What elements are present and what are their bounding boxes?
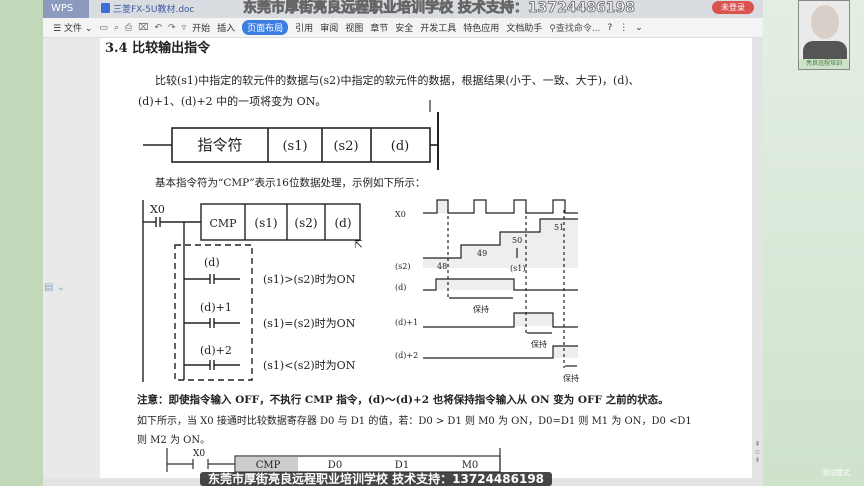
paragraph-line: 则 M2 为 ON。 [137, 433, 210, 446]
print-icon[interactable]: ⎙ [124, 22, 133, 33]
more-options-icon[interactable]: ⋮ [619, 22, 629, 33]
tab-review[interactable]: 审阅 [320, 24, 339, 34]
cmp-ladder-diagram [142, 200, 361, 382]
more-icon[interactable]: ▿ [181, 22, 187, 33]
presenter-body [803, 41, 847, 61]
wps-home-tab[interactable]: WPS [43, 0, 89, 18]
tab-developer[interactable]: 开发工具 [420, 24, 457, 34]
watermark-bottom: 东莞市厚街亮良远程职业培训学校 技术支持：13724486198 [200, 472, 553, 486]
tab-references[interactable]: 引用 [295, 24, 314, 34]
tab-insert[interactable]: 插入 [217, 24, 236, 34]
hold-label: 保持 [563, 373, 579, 383]
file-menu[interactable]: ☰ 文件 ⌄ [53, 24, 93, 34]
doc-icon [101, 3, 110, 13]
s2-value: 49 [477, 249, 487, 258]
ladder-cell: (s1) [254, 216, 277, 230]
format-painter-icon[interactable]: ⌕ [113, 22, 119, 33]
hold-label: 保持 [473, 304, 489, 314]
note-text: 注意：即使指令输入 OFF，不执行 CMP 指令，(d)～(d)+2 也将保持指… [137, 393, 669, 406]
search-icon: ⚲ [549, 24, 556, 34]
print-preview-icon[interactable]: ⌧ [138, 22, 149, 33]
ladder-cell: CMP [256, 460, 281, 471]
signal-label: (d)+2 [395, 351, 418, 360]
format-cell: (s1) [282, 139, 307, 154]
output-label: (d)+2 [200, 344, 232, 357]
format-cell: (d) [391, 139, 409, 154]
s2-value: 51 [554, 223, 564, 232]
command-search[interactable]: ⚲查找命令... [549, 21, 600, 34]
tab-chapter[interactable]: 章节 [370, 24, 389, 34]
output-condition: (s1)<(s2)时为ON [263, 359, 356, 372]
output-label: (d)+1 [200, 301, 232, 314]
signal-label: X0 [395, 210, 406, 219]
s2-value: 48 [437, 262, 447, 271]
ladder-cell: CMP [209, 217, 237, 230]
save-icon[interactable]: ▭ [99, 22, 108, 33]
input-label: X0 [193, 449, 205, 459]
signal-label: (d) [395, 283, 406, 292]
instruction-format-diagram [143, 112, 439, 170]
signal-label: (s2) [395, 262, 410, 271]
output-condition: (s1)=(s2)时为ON [263, 317, 356, 330]
tab-assistant[interactable]: 文档助手 [506, 24, 543, 34]
tab-page-layout[interactable]: 页面布局 [242, 20, 289, 35]
s1-label: (s1) [510, 264, 525, 273]
file-menu-label: 文件 [63, 24, 82, 34]
collapse-ribbon-icon[interactable]: ⌄ [635, 22, 643, 33]
timing-diagram [423, 199, 578, 368]
ladder-cell: (d) [334, 216, 351, 230]
input-label: X0 [150, 203, 165, 216]
tab-security[interactable]: 安全 [395, 24, 414, 34]
tab-bar: WPS 三菱FX-5U教材.doc 未登录 [43, 0, 763, 18]
ladder-cell: D0 [328, 460, 342, 471]
paragraph-line: 基本指令符为“CMP”表示16位数据处理，示例如下所示： [155, 176, 425, 189]
presenter-face [811, 5, 839, 39]
format-cell: 指令符 [197, 136, 242, 154]
ladder-cell: (s2) [294, 216, 317, 230]
document-tab-label: 三菱FX-5U教材.doc [113, 5, 195, 15]
watermark-top: 东莞市厚街亮良远程职业培训学校 技术支持：13724486198 [243, 0, 636, 16]
webcam-caption: 亮良远程培训 [799, 59, 849, 69]
redo-icon[interactable]: ↷ [168, 22, 176, 33]
login-button[interactable]: 未登录 [712, 1, 754, 14]
search-placeholder: 查找命令... [555, 24, 601, 34]
mouse-cursor-icon: ⇱ [354, 238, 363, 251]
undo-icon[interactable]: ↶ [154, 22, 163, 33]
next-page-icon[interactable]: ⇟ [754, 456, 761, 464]
desktop-background [0, 0, 43, 486]
select-browse-icon[interactable]: ▫ [755, 448, 760, 456]
format-cell: (s2) [333, 139, 358, 154]
webcam-overlay: 亮良远程培训 [798, 0, 850, 70]
hold-label: 保持 [531, 339, 547, 349]
tab-home[interactable]: 开始 [192, 24, 211, 34]
tab-features[interactable]: 特色应用 [463, 24, 500, 34]
prev-page-icon[interactable]: ⇞ [754, 440, 761, 448]
signal-label: (d)+1 [395, 318, 418, 327]
corner-watermark: 测试模式 [822, 469, 850, 477]
paragraph-line: 如下所示，当 X0 接通时比较数据寄存器 D0 与 D1 的值，若：D0 > D… [137, 414, 692, 427]
s2-value: 50 [512, 236, 522, 245]
ladder-cell: M0 [462, 460, 479, 471]
document-tab[interactable]: 三菱FX-5U教材.doc [101, 2, 194, 18]
vertical-scrollbar[interactable]: ⇞▫⇟ [752, 38, 763, 486]
section-heading: 3.4 比较输出指令 [105, 40, 211, 56]
paragraph-line: 比较(s1)中指定的软元件的数据与(s2)中指定的软元件的数据，根据结果(小于、… [155, 73, 640, 87]
output-condition: (s1)>(s2)时为ON [263, 273, 356, 286]
paragraph-line: (d)+1、(d)+2 中的一项将变为 ON。 [138, 94, 326, 108]
help-button[interactable]: ? [607, 22, 613, 33]
output-label: (d) [204, 256, 220, 269]
paste-options-icon[interactable]: ▤ ⌄ [44, 282, 66, 293]
tab-view[interactable]: 视图 [345, 24, 364, 34]
ladder-cell: D1 [395, 460, 409, 471]
ribbon-toolbar: ☰ 文件 ⌄ ▭ ⌕ ⎙ ⌧ ↶ ↷ ▿ 开始 插入 页面布局 引用 审阅 视图… [43, 18, 763, 38]
